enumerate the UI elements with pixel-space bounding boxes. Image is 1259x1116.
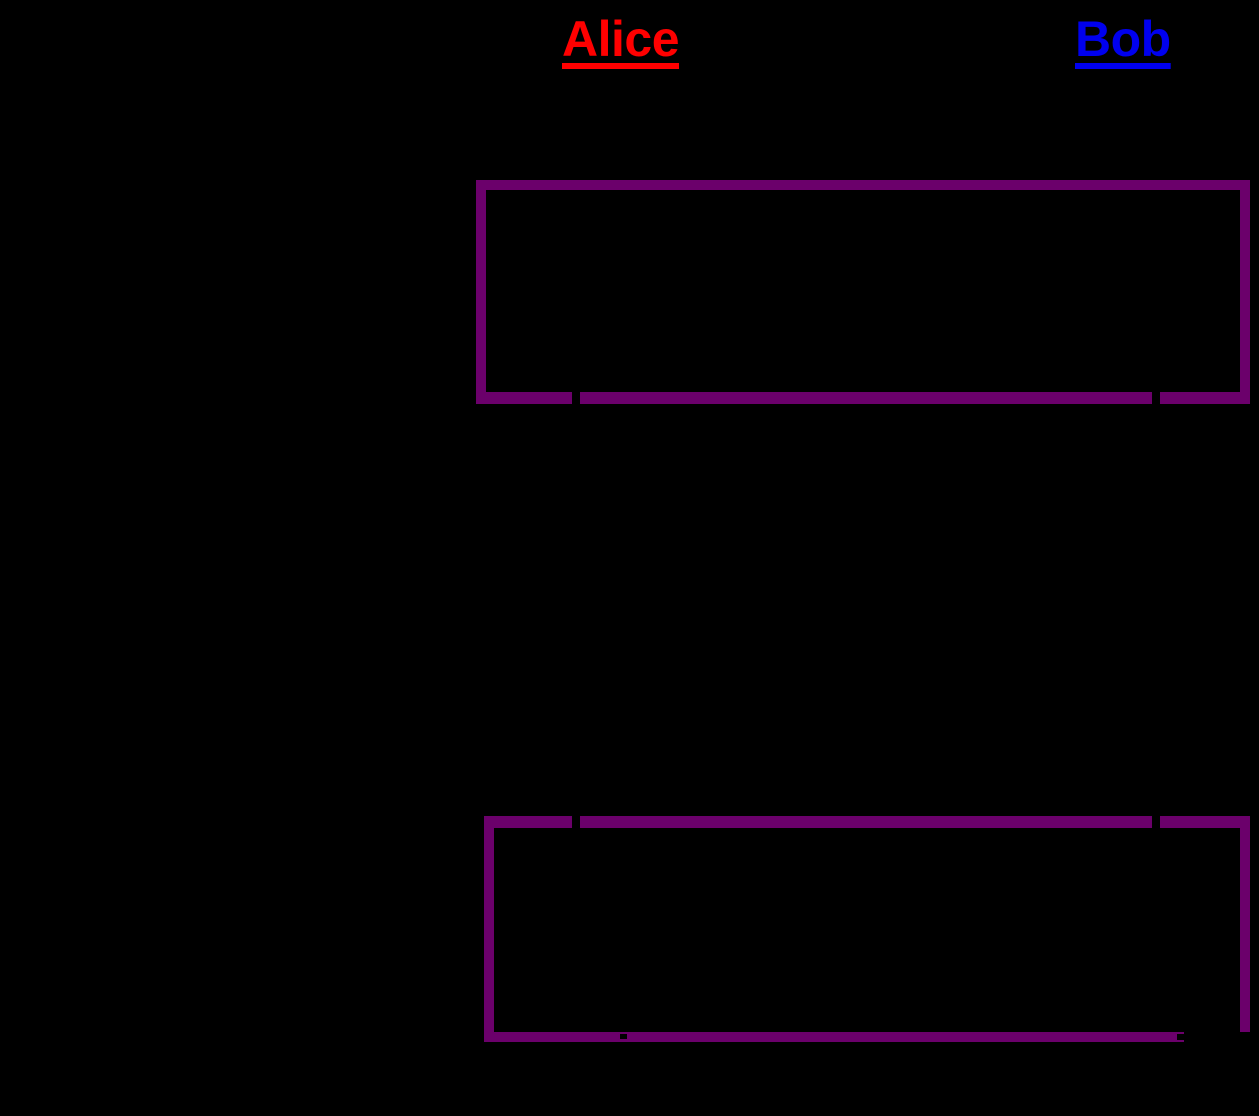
- participant-bob[interactable]: Bob: [1075, 11, 1171, 67]
- message-box-2-edge-top-middle: [580, 816, 1152, 828]
- message-box-1-edge-right: [1240, 180, 1250, 404]
- bottom-line-notch-left: [620, 1034, 627, 1039]
- message-box-1-edge-top: [476, 180, 1250, 190]
- message-box-1-edge-bottom-left: [476, 392, 572, 404]
- bottom-line-notch-right: [1177, 1034, 1184, 1040]
- message-box-2-edge-top-left: [484, 816, 572, 828]
- message-box-2-edge-bottom: [484, 1032, 1184, 1042]
- message-box-2-edge-left: [484, 826, 494, 1042]
- message-box-2[interactable]: [484, 816, 1250, 1042]
- message-box-1-edge-bottom-middle: [580, 392, 1152, 404]
- message-box-1-edge-left: [476, 180, 486, 404]
- message-box-2-edge-right: [1240, 816, 1250, 1032]
- message-box-1[interactable]: [476, 180, 1250, 404]
- message-box-2-edge-top-right: [1160, 816, 1250, 828]
- message-box-1-edge-bottom-right: [1160, 392, 1250, 404]
- participant-alice[interactable]: Alice: [562, 11, 680, 67]
